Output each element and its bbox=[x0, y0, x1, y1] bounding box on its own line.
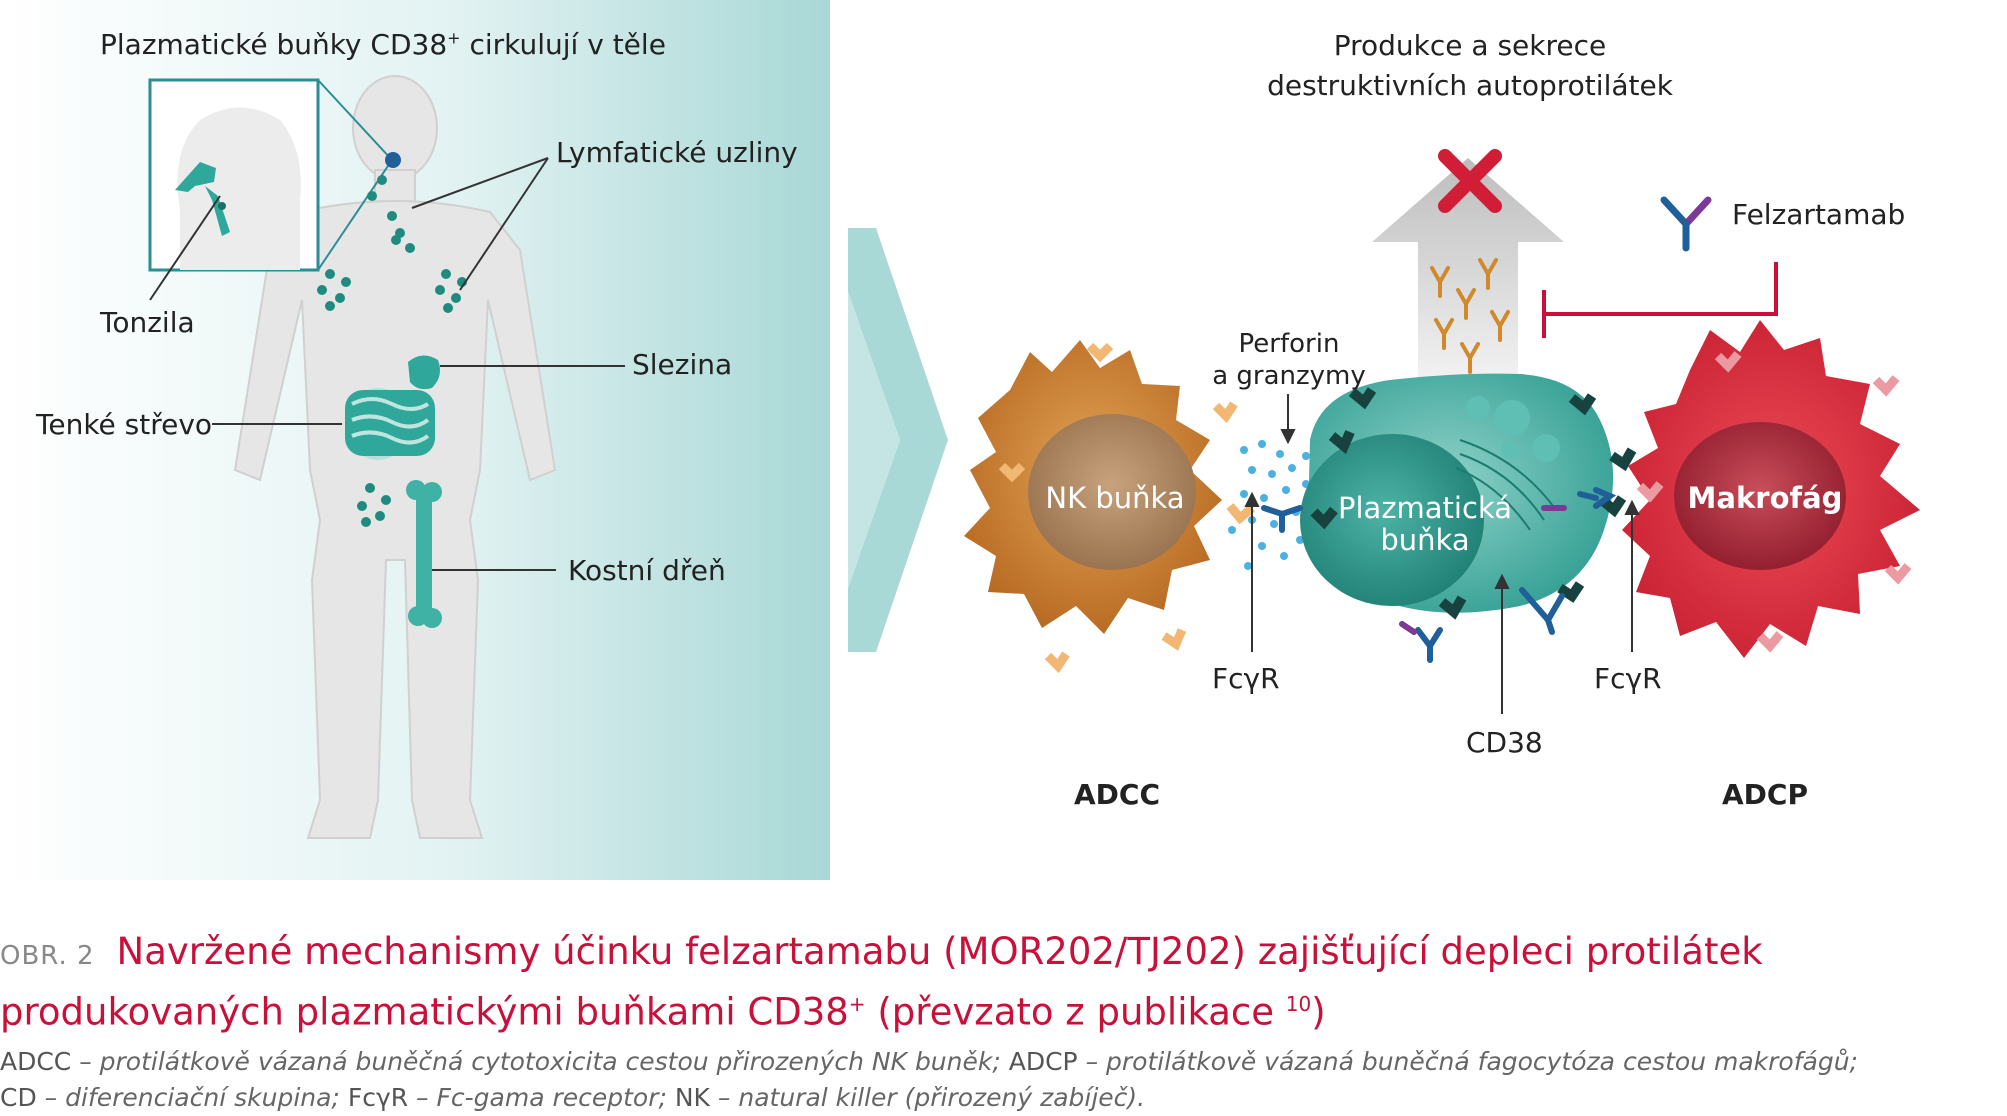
left-title-sup: + bbox=[447, 28, 461, 48]
label-macrophage: Makrofág bbox=[1687, 481, 1843, 515]
blocked-x-icon bbox=[1438, 149, 1502, 213]
flow-arrow bbox=[848, 228, 948, 652]
label-adcp: ADCP bbox=[1722, 778, 1808, 811]
legend-abbr-fcgr: FcγR bbox=[347, 1083, 409, 1112]
legend-desc-adcp: – protilátkově vázaná buněčná fagocytóza… bbox=[1077, 1047, 1858, 1076]
caption-line2-sup: + bbox=[848, 992, 866, 1016]
cd38-markers bbox=[1310, 387, 1637, 620]
legend-abbr-nk: NK bbox=[674, 1083, 710, 1112]
plasma-line1: Plazmatická bbox=[1338, 491, 1512, 525]
perforin-dots bbox=[1228, 440, 1322, 570]
tonsil-inset bbox=[148, 78, 393, 272]
caption-line2-tail: (převzato z publikace bbox=[865, 990, 1286, 1034]
plasma-cell-dots bbox=[317, 175, 467, 527]
nk-receptors bbox=[998, 342, 1255, 674]
caption-prefix: OBR. 2 bbox=[0, 941, 95, 971]
flow-arrow-body bbox=[848, 292, 900, 588]
perforin-line2: a granzymy bbox=[1212, 361, 1366, 391]
nk-cell bbox=[964, 340, 1222, 634]
label-tonsil: Tonzila bbox=[100, 306, 195, 339]
left-leader-lines bbox=[149, 157, 625, 571]
secretion-arrow bbox=[1372, 158, 1564, 388]
label-lymph-nodes: Lymfatické uzliny bbox=[556, 136, 798, 169]
label-small-intestine: Tenké střevo bbox=[36, 408, 213, 441]
label-nk-cell: NK buňka bbox=[1045, 481, 1185, 515]
legend-abbr-cd: CD bbox=[0, 1083, 37, 1112]
left-panel-title: Plazmatické buňky CD38+ cirkulují v těle bbox=[100, 28, 666, 61]
legend-desc-adcc: – protilátkově vázaná buněčná cytotoxici… bbox=[71, 1047, 1009, 1076]
legend-abbr-adcc: ADCC bbox=[0, 1047, 72, 1076]
label-fcgr-left: FcγR bbox=[1212, 662, 1280, 695]
spleen-organ bbox=[408, 355, 440, 390]
caption-line2-end: ) bbox=[1311, 990, 1326, 1034]
lymph-node-marker bbox=[385, 152, 401, 168]
legend-desc-fcgr: – Fc-gama receptor; bbox=[408, 1083, 675, 1112]
caption-line1: OBR. 2 Navržené mechanismy účinku felzart… bbox=[0, 928, 2000, 980]
left-title-main: Plazmatické buňky CD38 bbox=[100, 28, 448, 61]
legend-row-1: ADCC – protilátkově vázaná buněčná cytot… bbox=[0, 1044, 2005, 1080]
autoantibodies bbox=[1430, 258, 1510, 374]
label-plasma-cell: Plazmatická buňka bbox=[1330, 492, 1520, 556]
legend-abbr-adcp: ADCP bbox=[1008, 1047, 1078, 1076]
legend-desc-cd: – diferenciační skupina; bbox=[36, 1083, 348, 1112]
macrophage bbox=[1622, 320, 1920, 658]
bound-antibodies bbox=[1261, 487, 1617, 663]
label-adcc: ADCC bbox=[1074, 778, 1161, 811]
legend-row-2: CD – diferenciační skupina; FcγR – Fc-ga… bbox=[0, 1080, 2005, 1116]
legend-desc-nk: – natural killer (přirozený zabíječ). bbox=[709, 1083, 1146, 1112]
inhibition-line bbox=[1542, 262, 1778, 338]
label-felzartamab: Felzartamab bbox=[1732, 198, 1906, 231]
label-bone-marrow: Kostní dřeň bbox=[568, 554, 726, 587]
caption-ref: 10 bbox=[1285, 992, 1312, 1016]
right-pointer-lines bbox=[1244, 394, 1640, 714]
label-cd38: CD38 bbox=[1466, 726, 1543, 759]
plasma-line2: buňka bbox=[1380, 523, 1470, 557]
human-body bbox=[233, 75, 557, 839]
figure-caption: OBR. 2 Navržené mechanismy účinku felzart… bbox=[0, 928, 2000, 1036]
bone-marrow-organ bbox=[406, 480, 442, 628]
right-title-line2: destruktivních autoprotilátek bbox=[1267, 69, 1673, 102]
label-fcgr-right: FcγR bbox=[1594, 662, 1662, 695]
caption-line2: produkovaných plazmatickými buňkami CD38… bbox=[0, 980, 2000, 1036]
plasma-cell bbox=[1300, 373, 1614, 613]
intestine-organ bbox=[345, 388, 435, 460]
right-title-line1: Produkce a sekrece bbox=[1333, 29, 1607, 62]
perforin-line1: Perforin bbox=[1238, 329, 1340, 359]
felzartamab-icon bbox=[1660, 196, 1712, 252]
macrophage-receptors bbox=[1636, 351, 1912, 653]
abbreviation-legend: ADCC – protilátkově vázaná buněčná cytot… bbox=[0, 1044, 2005, 1116]
left-title-tail: cirkulují v těle bbox=[460, 28, 666, 61]
label-perforin: Perforin a granzymy bbox=[1194, 328, 1384, 392]
right-panel-title: Produkce a sekrece destruktivních autopr… bbox=[1240, 26, 1700, 106]
caption-line1-text: Navržené mechanismy účinku felzartamabu … bbox=[116, 930, 1763, 973]
caption-line2-text: produkovaných plazmatickými buňkami CD38 bbox=[0, 990, 849, 1034]
label-spleen: Slezina bbox=[632, 348, 733, 381]
